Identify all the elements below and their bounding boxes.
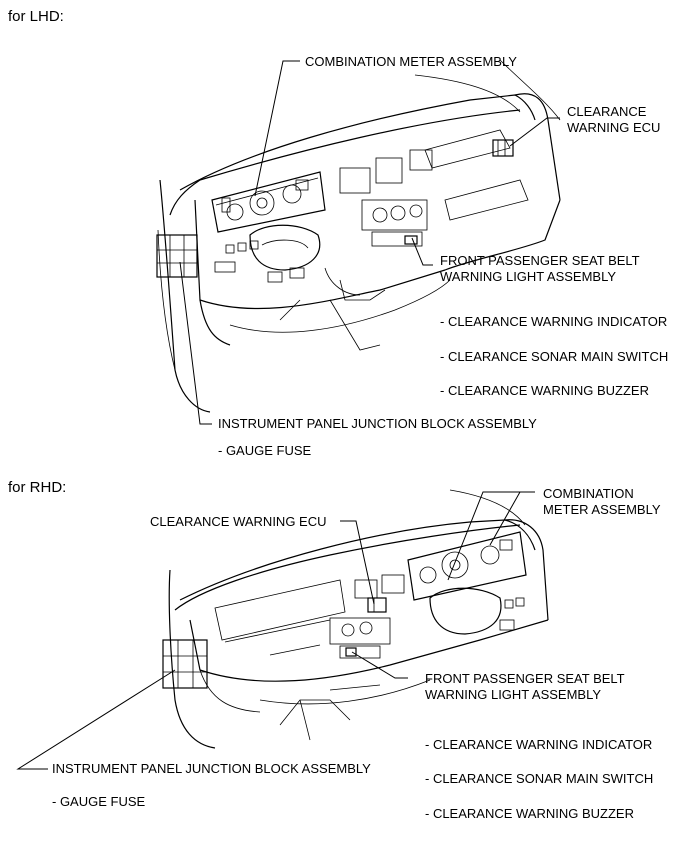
lhd-sub-item: - CLEARANCE WARNING BUZZER — [440, 383, 649, 398]
lhd-leader-lines — [179, 60, 560, 425]
lhd-gauge-fuse-label: - GAUGE FUSE — [218, 443, 312, 458]
rhd-front-passenger-label-line1: FRONT PASSENGER SEAT BELT — [425, 671, 625, 686]
lhd-combination-meter-label: COMBINATION METER ASSEMBLY — [305, 54, 517, 69]
lhd-heading: for LHD: — [8, 8, 64, 25]
rhd-sub-item: - CLEARANCE SONAR MAIN SWITCH — [425, 771, 654, 786]
rhd-gauge-fuse-label: - GAUGE FUSE — [52, 794, 146, 809]
rhd-heading: for RHD: — [8, 479, 67, 496]
lhd-junction-block-label: INSTRUMENT PANEL JUNCTION BLOCK ASSEMBLY — [218, 416, 537, 431]
lhd-dashboard-drawing — [156, 59, 561, 413]
rhd-combination-meter-label-line2: METER ASSEMBLY — [543, 502, 661, 517]
lhd-sub-item: - CLEARANCE SONAR MAIN SWITCH — [440, 349, 669, 364]
rhd-leader-lines — [16, 491, 535, 770]
lhd-clearance-ecu-label-line2: WARNING ECU — [567, 120, 661, 135]
rhd-combination-meter-label-line1: COMBINATION — [543, 486, 634, 501]
rhd-sub-item: - CLEARANCE WARNING BUZZER — [425, 806, 634, 821]
lhd-sub-item: - CLEARANCE WARNING INDICATOR — [440, 314, 668, 329]
rhd-sub-item: - CLEARANCE WARNING INDICATOR — [425, 737, 653, 752]
rhd-clearance-ecu-label: CLEARANCE WARNING ECU — [150, 514, 327, 529]
rhd-front-passenger-label-line2: WARNING LIGHT ASSEMBLY — [425, 687, 602, 702]
lhd-clearance-ecu-label-line1: CLEARANCE — [567, 104, 647, 119]
lhd-front-passenger-label-line1: FRONT PASSENGER SEAT BELT — [440, 253, 640, 268]
rhd-dashboard-drawing — [162, 489, 549, 749]
lhd-front-passenger-label-line2: WARNING LIGHT ASSEMBLY — [440, 269, 617, 284]
rhd-junction-block-label: INSTRUMENT PANEL JUNCTION BLOCK ASSEMBLY — [52, 761, 371, 776]
